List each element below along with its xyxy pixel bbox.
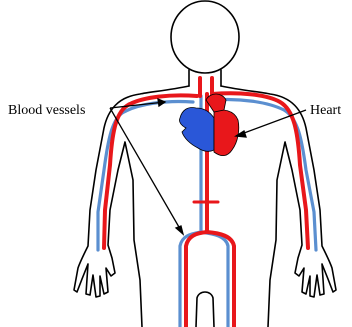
pointer-vessels-arm-arrowhead (158, 99, 165, 106)
artery-right-leg (207, 232, 234, 327)
vein-right-leg (201, 232, 228, 327)
pointer-vessels-leg-arrowhead (176, 226, 183, 234)
crotch-outline (196, 292, 214, 327)
heart-blue-side (179, 107, 214, 151)
blood-vessels-label: Blood vessels (8, 104, 85, 118)
vein-left-leg (180, 232, 201, 327)
pointer-vessels-to-leg (110, 108, 183, 234)
heart-label: Heart (310, 104, 341, 118)
head (171, 1, 239, 73)
heart-red-side (214, 110, 239, 156)
